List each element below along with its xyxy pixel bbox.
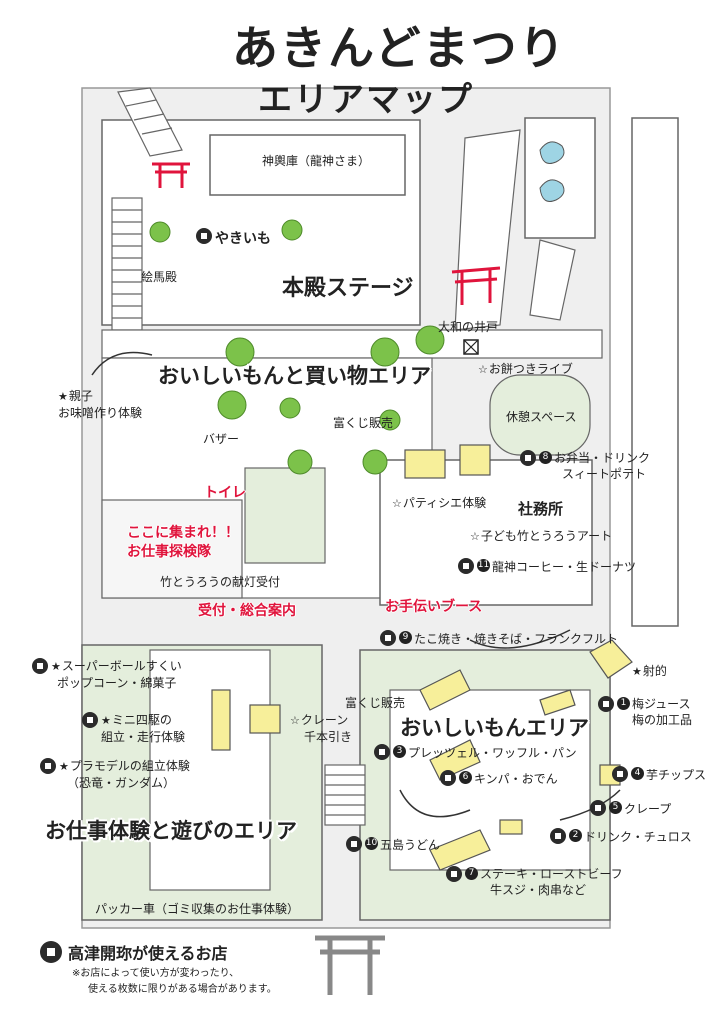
label-mikoshigura: 神輿庫（龍神さま） (262, 154, 371, 168)
right-road (631, 117, 679, 627)
area-otetsudai-booth: お手伝いブース (385, 599, 483, 615)
torii-red-2 (451, 266, 501, 305)
star-icon: ★ (51, 660, 61, 673)
pond-1 (539, 141, 565, 164)
coin-icon (40, 941, 62, 963)
stall-yonku: ★ミニ四駆の組立・走行体験 (82, 712, 185, 745)
label-reception: 受付・総合案内 (198, 603, 296, 619)
label-meeting-1: ここに集まれ！！ (127, 525, 239, 541)
coin-icon (196, 228, 212, 244)
trees (149, 219, 445, 475)
oshigoto-inner (149, 649, 271, 891)
label-yamato-well: 大和の井戸 (438, 320, 499, 334)
left-block (101, 499, 243, 599)
label-fukuji-2: 富くじ販売 (345, 696, 406, 710)
stall-take-art: ☆子ども竹とうろうアート (470, 529, 613, 543)
star-icon: ☆ (392, 497, 402, 510)
label-bazaar: バザー (203, 432, 240, 446)
stall-patissier: ☆パティシエ体験 (392, 496, 487, 510)
pond-area (524, 117, 596, 239)
coin-icon (440, 770, 456, 786)
coin-icon (598, 696, 614, 712)
area-oishii: おいしいもんエリア (400, 716, 589, 740)
label-rest-space: 休憩スペース (506, 410, 577, 424)
pond-2 (539, 179, 565, 202)
coin-icon (32, 658, 48, 674)
torii-grey (315, 935, 385, 995)
coin-icon (612, 766, 628, 782)
coin-icon (374, 744, 390, 760)
coin-icon (520, 450, 536, 466)
label-lantern-reception: 竹とうろうの献灯受付 (160, 575, 281, 589)
shamusho-bldg (379, 459, 593, 606)
coin-icon (550, 828, 566, 844)
legend-note-1: ※お店によって使い方が変わったり、 (72, 968, 240, 979)
stall-oyako-miso: ★親子お味噌作り体験 (58, 389, 143, 420)
green-plot (244, 467, 326, 564)
title-sub: エリアマップ (258, 80, 474, 120)
label-packer: パッカー車（ゴミ収集のお仕事体験） (95, 902, 300, 916)
steps-left (111, 197, 143, 349)
stall-shateki: ★射的 (632, 664, 667, 678)
legend: 高津開珎が使えるお店 (40, 940, 228, 964)
stall-plamodel: ★プラモデルの組立体験（恐竜・ガンダム） (40, 758, 190, 791)
coin-icon (82, 712, 98, 728)
star-icon: ☆ (478, 363, 488, 376)
coin-icon (590, 800, 606, 816)
label-toilet: トイレ (204, 485, 246, 501)
area-shamusho: 社務所 (518, 500, 564, 518)
coin-icon (380, 630, 396, 646)
label-fukuji-1: 富くじ販売 (333, 416, 394, 430)
coin-icon (40, 758, 56, 774)
steps-top (117, 87, 183, 157)
title-main: あきんどまつり (232, 21, 567, 75)
star-icon: ☆ (290, 714, 300, 727)
torii-red-1 (152, 162, 190, 188)
star-icon: ★ (59, 760, 69, 773)
stall-omochi: ☆お餅つきライブ (478, 362, 573, 376)
label-meeting-2: お仕事探検隊 (127, 544, 211, 560)
legend-note-2: 使える枚数に限りがある場合があります。 (88, 984, 277, 995)
area-oishii-shopping: おいしいもんと買い物エリア (158, 364, 431, 388)
mikoshigura-bldg (209, 134, 406, 196)
walkway-top (101, 329, 603, 359)
star-icon: ★ (101, 714, 111, 727)
coin-icon (458, 558, 474, 574)
area-oshigoto-asobi: お仕事体験と遊びのエリア (45, 819, 297, 843)
label-emaden: 絵馬殿 (141, 270, 178, 284)
star-icon: ★ (58, 390, 68, 403)
area-honden-stage: 本殿ステージ (282, 276, 414, 301)
star-icon: ★ (632, 665, 642, 678)
coin-icon (446, 866, 462, 882)
bridge (324, 764, 366, 826)
star-icon: ☆ (470, 530, 480, 543)
stall-yakiimo: やきいも (196, 228, 271, 248)
stall-superball: ★スーパーボールすくいポップコーン・綿菓子 (32, 658, 182, 691)
stall-crane: ☆クレーン千本引き (290, 713, 353, 744)
coin-icon (346, 836, 362, 852)
